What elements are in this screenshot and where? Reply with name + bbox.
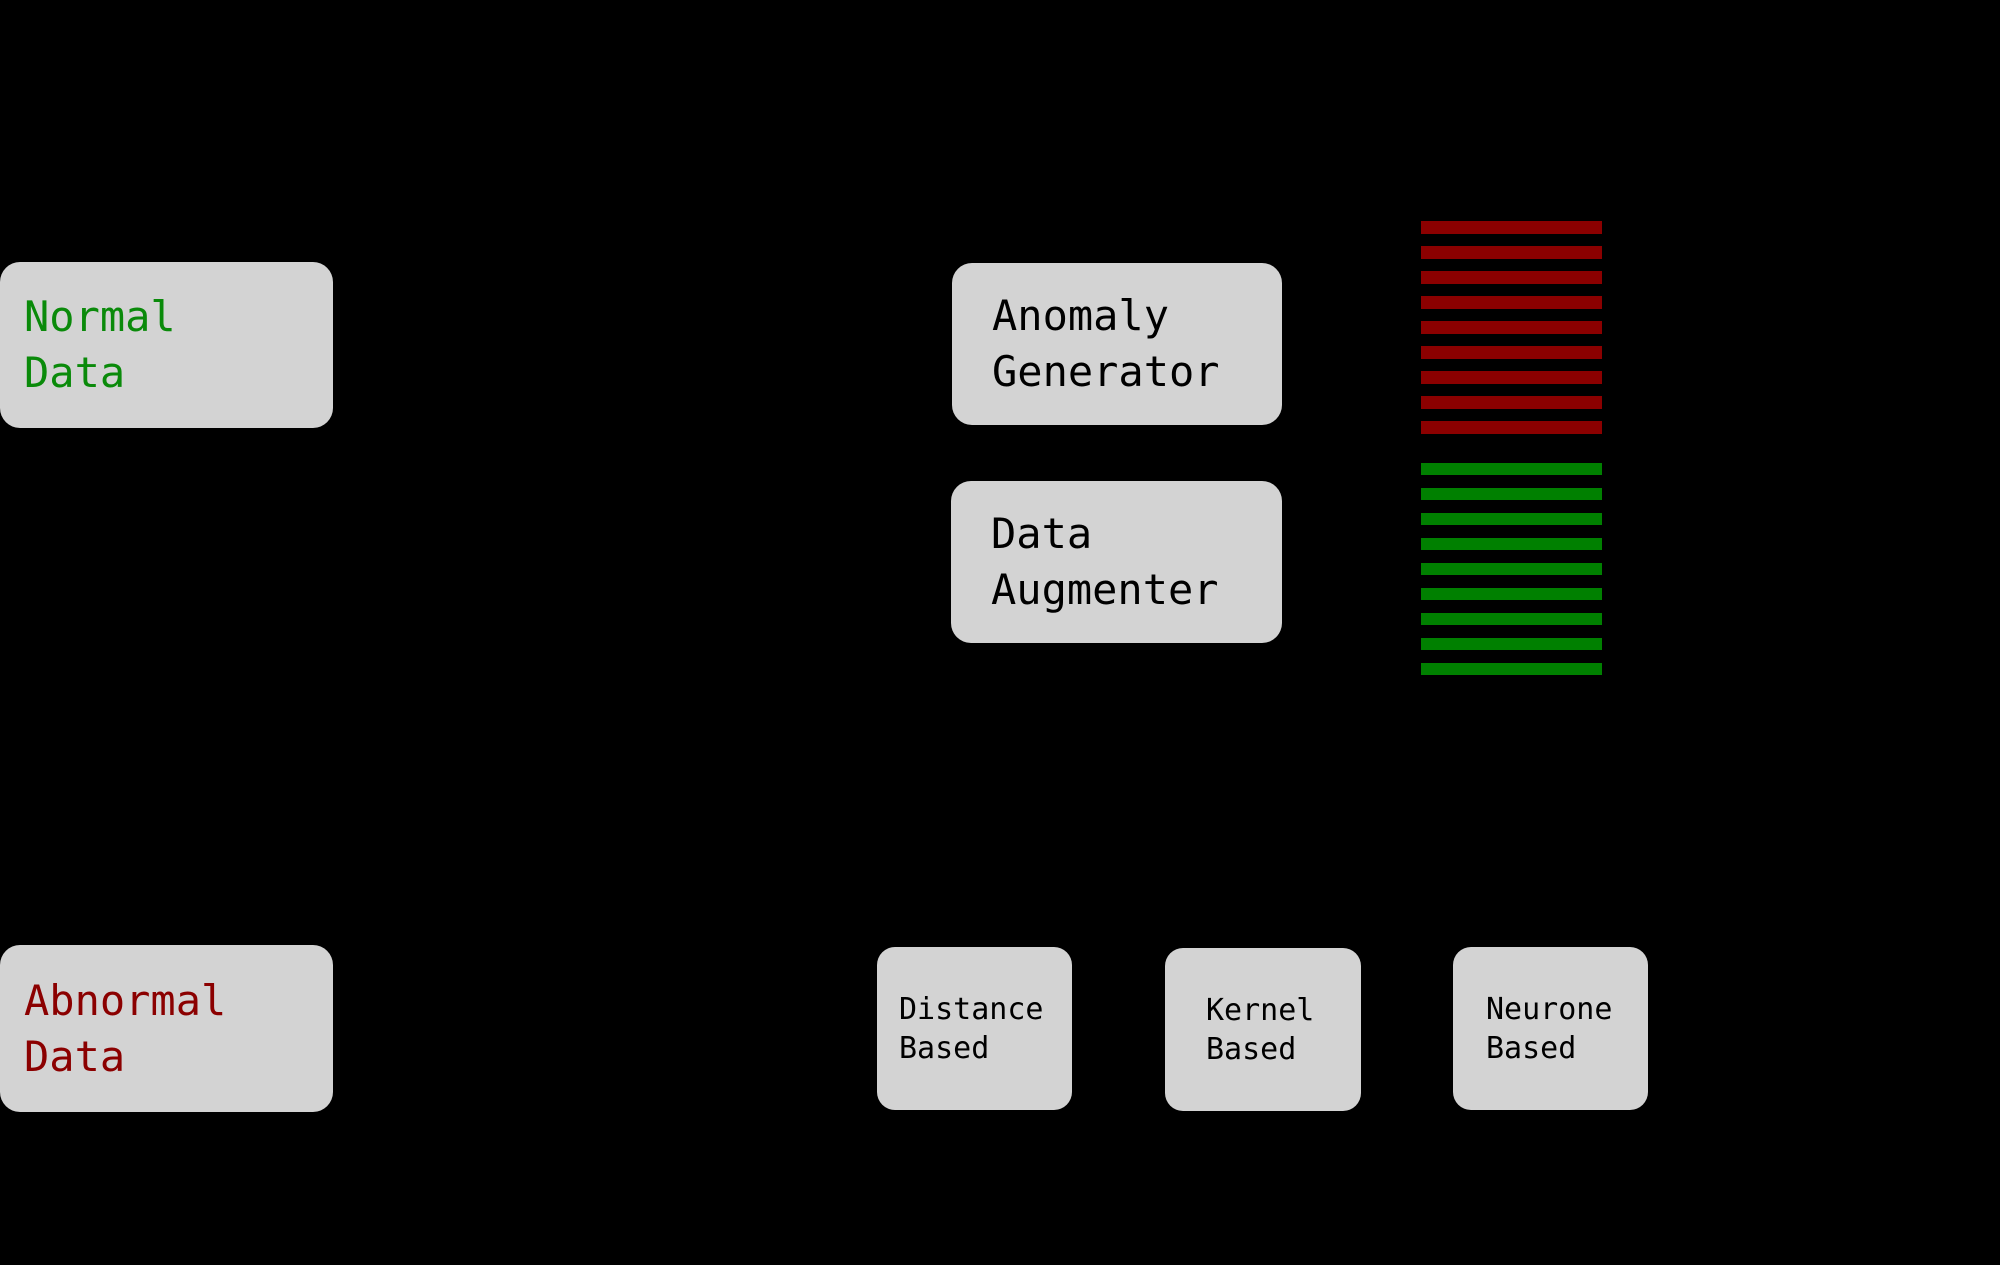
- neurone-based-node: Neurone Based: [1453, 947, 1648, 1110]
- data-augmenter-label-line2: Augmenter: [991, 565, 1219, 614]
- anomaly-generator-label-line1: Anomaly: [992, 291, 1170, 340]
- generated-anomaly-stripe: [1421, 371, 1602, 384]
- abnormal-data-node: Abnormal Data: [0, 945, 333, 1112]
- data-augmenter-label-line1: Data: [991, 509, 1093, 558]
- augmented-normal-stripe: [1421, 563, 1602, 575]
- generated-anomaly-stripe: [1421, 221, 1602, 234]
- augmented-normal-stripe: [1421, 613, 1602, 625]
- augmented-normal-stripe: [1421, 638, 1602, 650]
- distance-based-node: Distance Based: [877, 947, 1072, 1110]
- generated-anomaly-stripe: [1421, 246, 1602, 259]
- generated-anomaly-stripe: [1421, 271, 1602, 284]
- anomaly-generator-node: Anomaly Generator: [952, 263, 1282, 425]
- generated-anomaly-stripe: [1421, 421, 1602, 434]
- generated-anomaly-stripe: [1421, 346, 1602, 359]
- augmented-normal-stripe: [1421, 488, 1602, 500]
- neurone-based-label-line1: Neurone: [1486, 991, 1613, 1027]
- augmented-normal-stack: [1421, 463, 1602, 675]
- distance-based-label-line2: Based: [899, 1030, 990, 1066]
- kernel-based-label-line1: Kernel: [1206, 992, 1315, 1028]
- augmented-normal-stripe: [1421, 513, 1602, 525]
- generated-anomaly-stripe: [1421, 296, 1602, 309]
- augmented-normal-stripe: [1421, 538, 1602, 550]
- abnormal-data-label-line1: Abnormal: [24, 975, 227, 1025]
- generated-anomaly-stripe: [1421, 396, 1602, 409]
- augmented-normal-stripe: [1421, 588, 1602, 600]
- neurone-based-label-line2: Based: [1486, 1030, 1577, 1066]
- data-augmenter-node: Data Augmenter: [951, 481, 1282, 643]
- generated-anomalies-stack: [1421, 221, 1602, 434]
- normal-data-node: Normal Data: [0, 262, 333, 428]
- distance-based-label-line1: Distance: [899, 991, 1044, 1027]
- augmented-normal-stripe: [1421, 463, 1602, 475]
- anomaly-generator-label-line2: Generator: [992, 347, 1220, 396]
- augmented-normal-stripe: [1421, 663, 1602, 675]
- normal-data-label-line1: Normal: [24, 292, 176, 341]
- abnormal-data-label-line2: Data: [24, 1031, 126, 1081]
- kernel-based-label-line2: Based: [1206, 1031, 1297, 1067]
- normal-data-label-line2: Data: [24, 348, 126, 397]
- kernel-based-node: Kernel Based: [1165, 948, 1361, 1111]
- generated-anomaly-stripe: [1421, 321, 1602, 334]
